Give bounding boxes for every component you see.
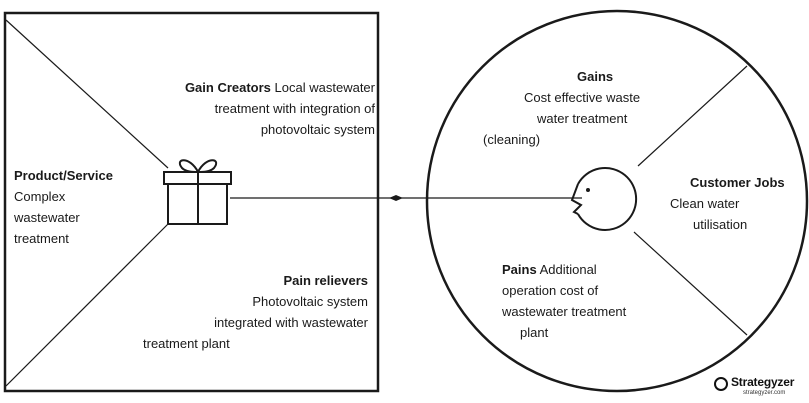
- customer-jobs-heading: Customer Jobs: [690, 175, 785, 190]
- pain-relievers-section: Pain relievers Photovoltaic system integ…: [143, 270, 368, 354]
- customer-jobs-line: Clean water: [670, 196, 740, 211]
- connector-arrow-left: [389, 195, 396, 201]
- gain-creators-line: photovoltaic system: [260, 122, 375, 137]
- value-map-divider-top: [5, 19, 169, 169]
- connector-arrow-right: [396, 195, 403, 201]
- pains-section: Pains Additional operation cost of waste…: [502, 259, 626, 343]
- gain-creators-heading: Gain Creators: [184, 80, 271, 95]
- gains-section: Gains Cost effective waste water treatme…: [483, 66, 640, 150]
- pains-heading: Pains: [502, 262, 537, 277]
- product-service-heading: Product/Service: [14, 168, 113, 183]
- gains-line: water treatment: [537, 111, 628, 126]
- gains-line: Cost effective waste: [524, 90, 641, 105]
- value-map-divider-bottom: [5, 223, 169, 387]
- customer-profile-divider-bottom: [633, 231, 748, 336]
- customer-profile-circle: [425, 9, 809, 393]
- product-service-line: treatment: [14, 231, 69, 246]
- gain-creators-line: Local wastewater: [274, 80, 375, 95]
- pains-line: plant: [520, 325, 549, 340]
- gain-creators-line: treatment with integration of: [214, 101, 375, 116]
- pains-line: wastewater treatment: [502, 304, 627, 319]
- brand-url: strategyzer.com: [743, 390, 786, 396]
- pain-relievers-line: treatment plant: [143, 336, 230, 351]
- pains-line: operation cost of: [502, 283, 599, 298]
- product-service-line: wastewater: [14, 210, 80, 225]
- strategyzer-logo: Strategyzer strategyzer.com: [714, 374, 806, 400]
- product-service-line: Complex: [14, 189, 66, 204]
- customer-jobs-section: Customer Jobs Clean water utilisation: [670, 172, 785, 235]
- gift-icon: [163, 159, 232, 225]
- pain-relievers-heading: Pain relievers: [283, 273, 368, 288]
- customer-jobs-line: utilisation: [693, 217, 748, 232]
- value-map-square: [3, 11, 380, 393]
- customer-profile-divider-top: [637, 65, 748, 167]
- product-service-section: Product/Service Complex wastewater treat…: [14, 165, 113, 249]
- gains-line: (cleaning): [483, 132, 541, 147]
- pain-relievers-line: integrated with wastewater: [214, 315, 368, 330]
- brand-name: Strategyzer: [731, 375, 795, 389]
- gain-creators-section: Gain Creators Local wastewater treatment…: [185, 77, 375, 140]
- gains-heading: Gains: [577, 69, 614, 84]
- pain-relievers-line: Photovoltaic system: [252, 294, 368, 309]
- pains-line: Additional: [539, 262, 597, 277]
- customer-face-icon: [570, 167, 638, 231]
- strategyzer-logo-icon: [714, 377, 728, 391]
